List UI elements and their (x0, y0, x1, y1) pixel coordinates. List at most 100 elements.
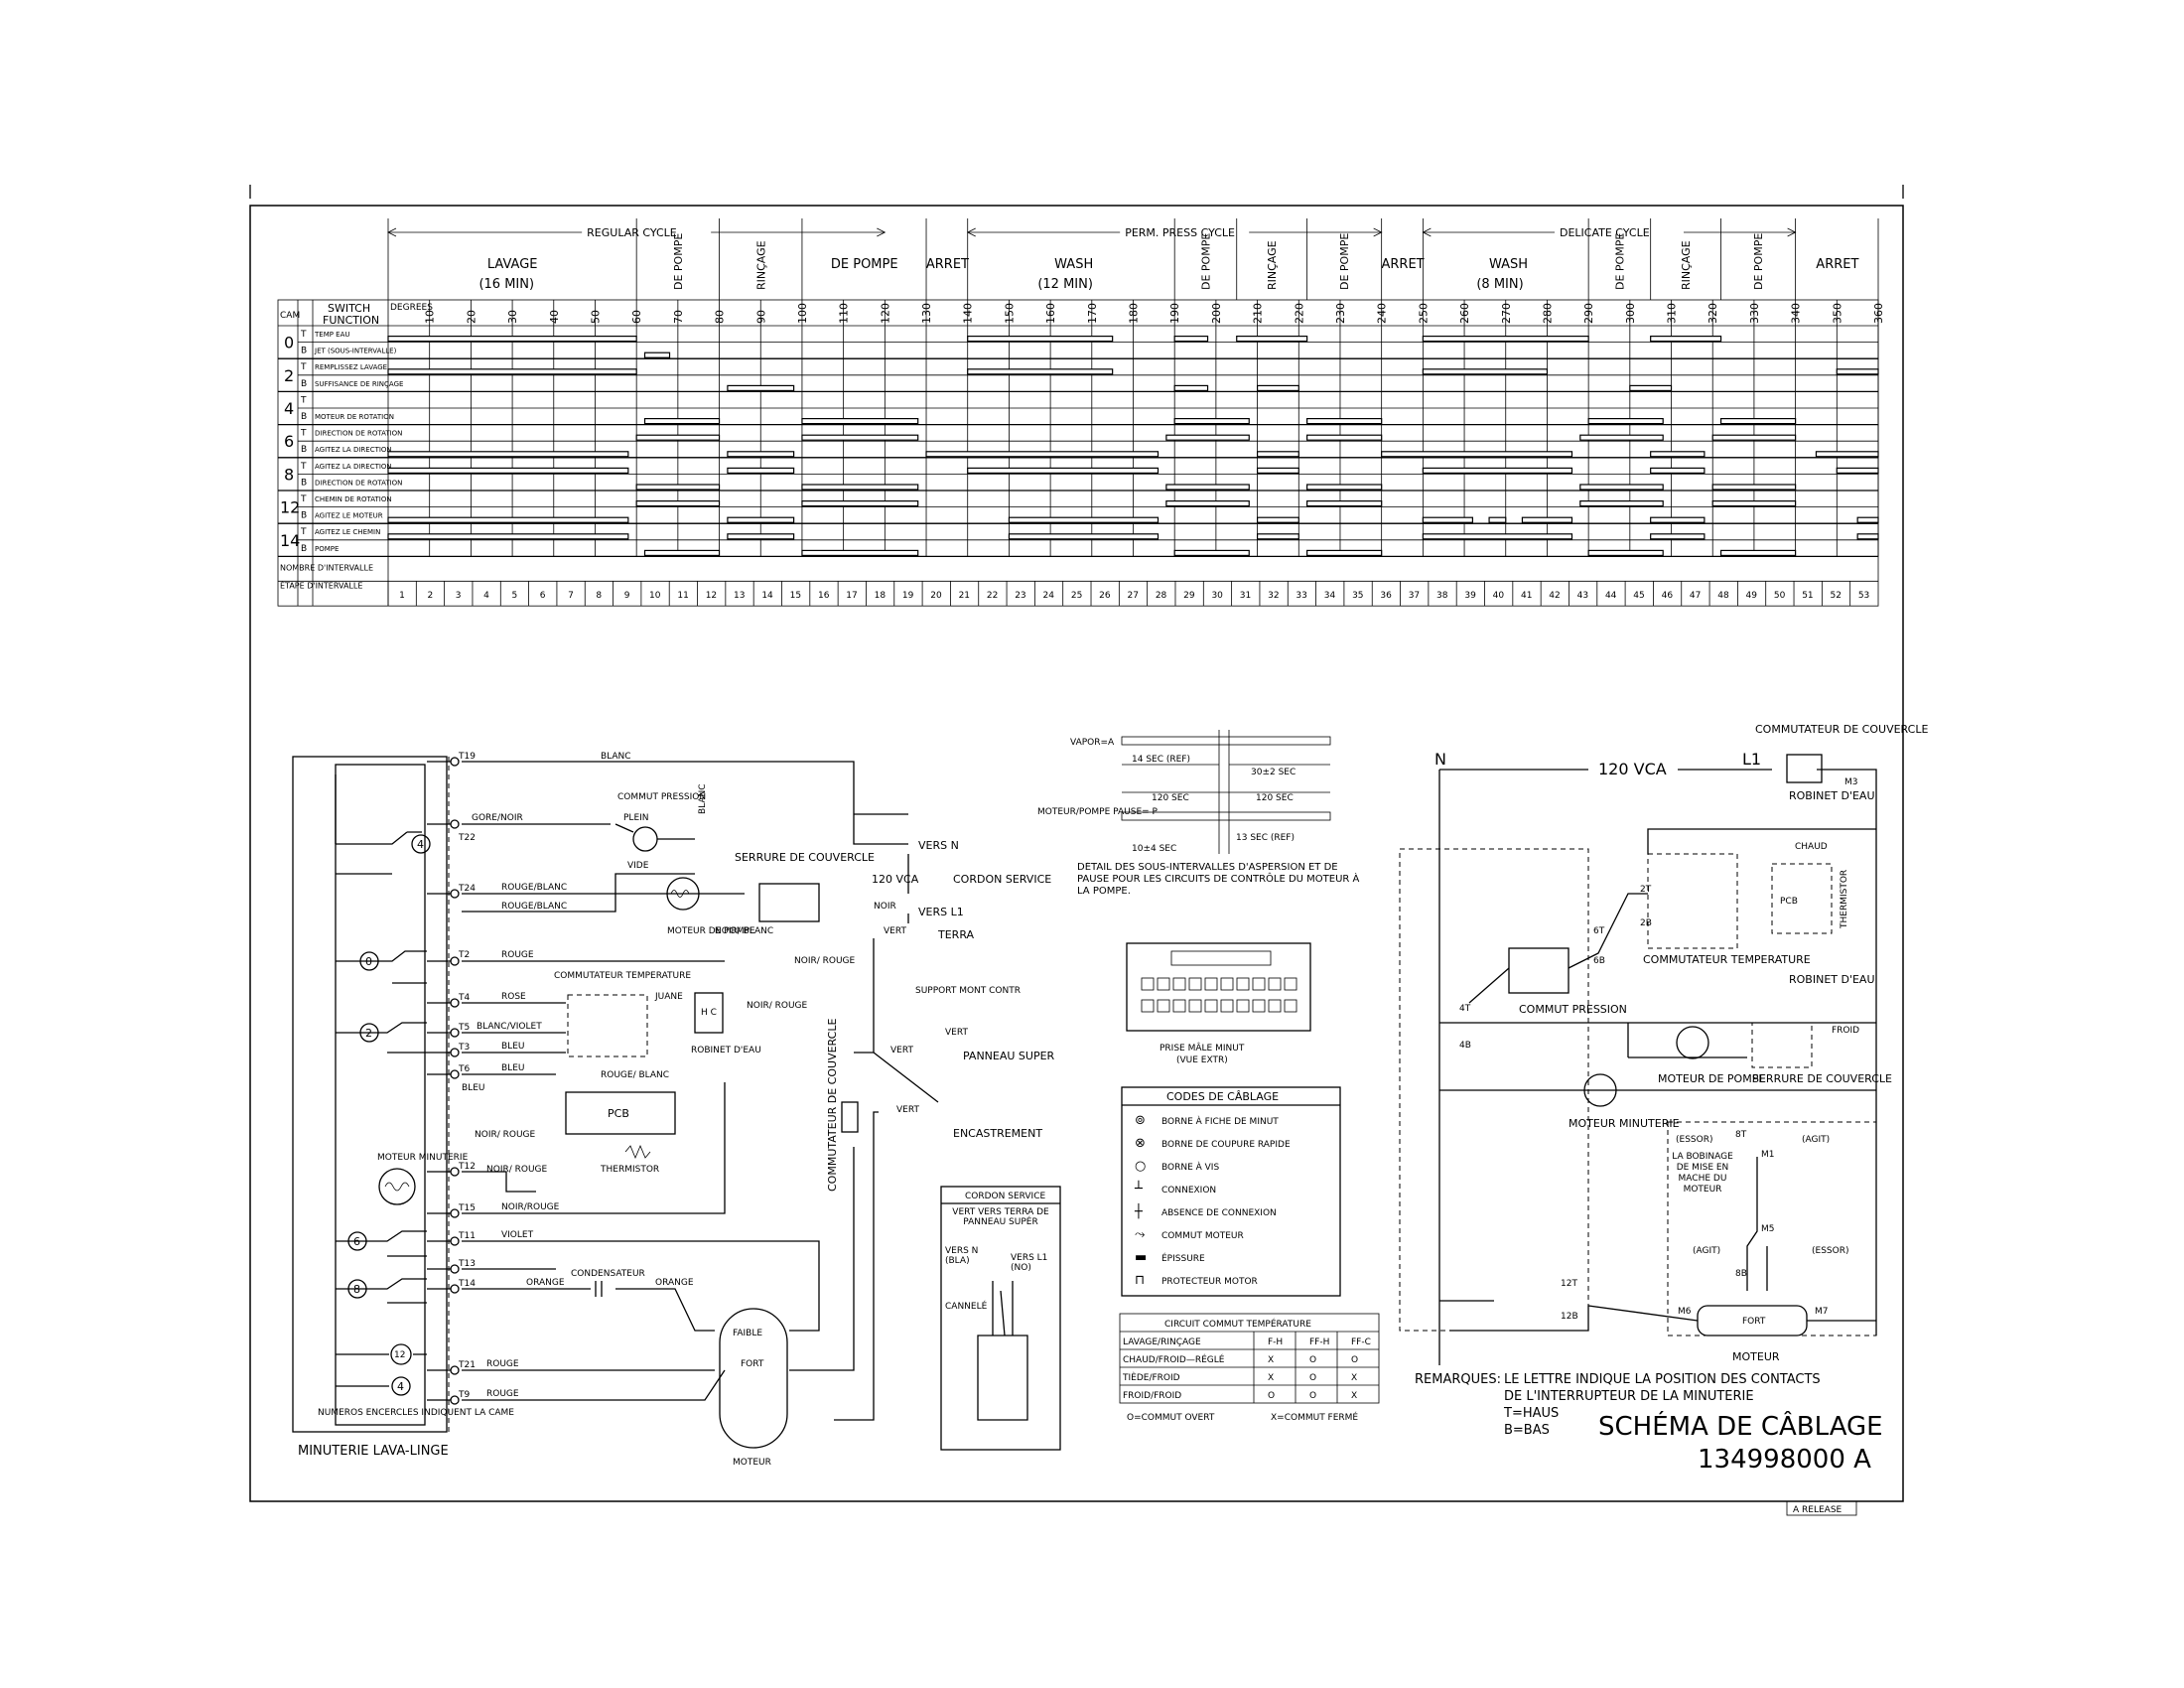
contact-tag: M6 (1678, 1307, 1692, 1317)
interval-number: 13 (734, 591, 745, 601)
vert4-label: VERT (896, 1105, 919, 1115)
tb-marker: T (300, 362, 307, 372)
notes-line1: LE LETTRE INDIQUE LA POSITION DES CONTAC… (1504, 1372, 1821, 1387)
terminal-label: T6 (458, 1064, 470, 1074)
vert2-label: VERT (945, 1028, 968, 1038)
cam-on-bar (1836, 467, 1879, 474)
switch-function-label: SUFFISANCE DE RINÇAGE (315, 380, 403, 388)
vert1-label: VERT (884, 926, 906, 936)
interval-number: 31 (1240, 591, 1251, 601)
interval-number: 36 (1380, 591, 1392, 601)
contact-tag: 12T (1561, 1279, 1577, 1289)
vers-l1-label: VERS L1 (918, 906, 964, 918)
notes: REMARQUES: LE LETTRE INDIQUE LA POSITION… (1415, 1372, 1821, 1438)
cam-on-bar (1173, 549, 1250, 557)
cam-on-bar (387, 516, 629, 523)
plug-pin (1141, 977, 1155, 991)
degree-tick: 120 (879, 303, 891, 324)
legend-o: O=COMMUT OVERT (1127, 1413, 1215, 1423)
cam-on-bar (1650, 336, 1722, 343)
timer-terminal-t12 (450, 1167, 460, 1177)
code-item: BORNE À VIS (1161, 1161, 1219, 1173)
phase-sub-label: (12 MIN) (1037, 277, 1093, 292)
r-commut-temp-label: COMMUTATEUR TEMPERATURE (1643, 953, 1811, 966)
cam-on-bar (1579, 434, 1664, 441)
degree-tick: 270 (1500, 303, 1513, 324)
interval-number: 27 (1128, 591, 1139, 601)
degree-tick: 30 (506, 310, 519, 324)
essor1-label: (ESSOR) (1676, 1135, 1712, 1145)
svg-text:12: 12 (394, 1350, 405, 1360)
phase-label: DE POMPE (672, 233, 685, 290)
phase-label: DE POMPE (831, 257, 898, 272)
serrure-label: SERRURE DE COUVERCLE (735, 851, 875, 864)
terminal-label: T9 (458, 1390, 470, 1400)
contact-tag: M1 (1761, 1150, 1775, 1160)
t120b-label: 120 SEC (1256, 793, 1294, 803)
wire-t15: NOIR/ROUGE (501, 1202, 560, 1212)
wire-rouge-blanc: ROUGE/ BLANC (601, 1070, 669, 1080)
wire-t5: BLANC/VIOLET (477, 1022, 542, 1032)
cam-on-bar (1711, 484, 1797, 491)
phase-label: WASH (1054, 257, 1093, 272)
code-symbol: ⤳ (1135, 1227, 1146, 1242)
noir-label: NOIR (874, 902, 896, 912)
temp-table-title: CIRCUIT COMMUT TEMPÉRATURE (1164, 1318, 1311, 1330)
degree-tick: 360 (1872, 303, 1885, 324)
contact-tag: 6T (1593, 926, 1605, 936)
middle-panel: VAPOR=A 14 SEC (REF) 30±2 SEC 120 SEC 12… (940, 730, 1380, 1451)
contact-tag: M5 (1761, 1224, 1775, 1234)
degree-tick: 190 (1168, 303, 1181, 324)
cam-on-bar (643, 418, 721, 425)
m3-label: M3 (1844, 777, 1858, 787)
phase-label: RINÇAGE (754, 240, 767, 290)
interval-count-label: NOMBRE D'INTERVALLE (280, 563, 373, 572)
switch-function-label: POMPE (315, 545, 339, 553)
phase-label: ARRET (1816, 257, 1858, 272)
temp-table-cell: O (1309, 1391, 1316, 1401)
wire-t22: GORE/NOIR (472, 813, 523, 823)
terminal-label: T19 (458, 752, 476, 762)
cordon-vert: VERT VERS TERRA DE PANNEAU SUPÉR (952, 1207, 1049, 1227)
commut-pression-label: COMMUT PRESSION (617, 792, 706, 802)
cam-on-bar (1008, 533, 1160, 540)
phase-label: RINÇAGE (1266, 240, 1279, 290)
tb-marker: T (300, 494, 307, 504)
moteur-label: MOTEUR (733, 1458, 771, 1468)
r-moteur-pompe-label: MOTEUR DE POMPE (1658, 1072, 1765, 1085)
cam-number: 12 (280, 498, 300, 517)
terminal-label: T2 (458, 950, 470, 960)
degree-tick: 80 (714, 310, 727, 324)
phase-label: DE POMPE (1199, 233, 1212, 290)
phase-label: ARRET (1382, 257, 1425, 272)
degree-tick: 160 (1044, 303, 1057, 324)
plug-pin (1157, 999, 1170, 1013)
interval-number: 3 (456, 591, 462, 601)
interval-number: 50 (1774, 591, 1786, 601)
degree-tick: 220 (1293, 303, 1305, 324)
cam-on-bar (1306, 484, 1383, 491)
temp-table-cell: CHAUD/FROID—RÉGLÉ (1123, 1353, 1225, 1365)
interval-number: 14 (761, 591, 773, 601)
wire-t21: ROUGE (486, 1359, 519, 1369)
switch-function-label: MOTEUR DE ROTATION (315, 413, 394, 421)
thermistor-label: THERMISTOR (600, 1165, 659, 1175)
interval-number: 4 (483, 591, 489, 601)
tb-marker: B (301, 445, 307, 455)
timer-terminal-t22 (450, 819, 460, 829)
cam-on-bar (1173, 336, 1209, 343)
wire-t11: VIOLET (501, 1230, 534, 1240)
cam-on-bar (1711, 434, 1797, 441)
cam-on-bar (387, 533, 629, 540)
cam-on-bar (1306, 434, 1383, 441)
essor2-label: (ESSOR) (1812, 1246, 1848, 1256)
degree-tick: 300 (1624, 303, 1637, 324)
cam-on-bar (387, 336, 637, 343)
terminal-label: T14 (458, 1279, 476, 1289)
r-commut-pression-label: COMMUT PRESSION (1519, 1003, 1627, 1016)
plug-pin (1188, 977, 1202, 991)
cam-on-bar (925, 451, 1160, 458)
code-item: CONNEXION (1161, 1186, 1216, 1196)
r-moteur-label: MOTEUR (1732, 1350, 1780, 1363)
